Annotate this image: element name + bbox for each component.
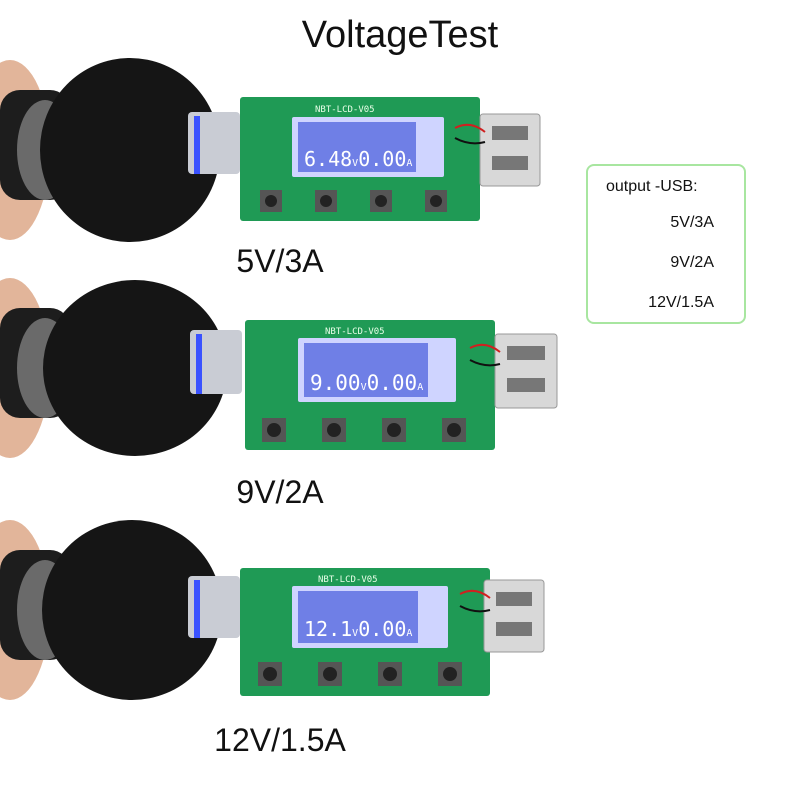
lcd-display-icon xyxy=(298,591,418,643)
legend-header: output -USB: xyxy=(606,178,698,195)
push-button-icon xyxy=(262,418,466,442)
caption-2: 9V/2A xyxy=(236,474,324,510)
device-illustration: NBT-LCD-V05 9.00V0.00A xyxy=(0,278,558,458)
board-label: NBT-LCD-V05 xyxy=(325,327,385,337)
lcd-readout: 6.48V0.00A xyxy=(304,147,412,171)
push-button-icon xyxy=(258,662,462,686)
lcd-readout: 9.00V0.00A xyxy=(310,371,423,395)
usb-port-icon xyxy=(494,333,558,409)
lcd-display-icon xyxy=(298,122,416,172)
legend-item: 5V/3A xyxy=(670,214,714,231)
caption-1: 5V/3A xyxy=(236,243,324,279)
lcd-readout: 12.1V0.00A xyxy=(304,617,412,641)
lcd-display-icon xyxy=(304,343,428,397)
usb-port-icon xyxy=(479,113,541,187)
output-legend: output -USB: 5V/3A 9V/2A 12V/1.5A xyxy=(586,164,746,324)
device-illustration: NBT-LCD-V05 6.48V0.00A xyxy=(0,58,541,242)
car-charger-icon xyxy=(42,520,222,700)
device-photo-2: NBT-LCD-V05 9.00V0.00A xyxy=(0,268,560,518)
legend-item: 9V/2A xyxy=(670,254,714,271)
device-illustration: NBT-LCD-V05 12.1V0.00A xyxy=(0,520,545,700)
page-title: VoltageTest xyxy=(301,14,499,56)
car-charger-icon xyxy=(43,280,227,456)
device-photo-1: NBT-LCD-V05 6.48V0.00A xyxy=(0,50,560,300)
usb-port-icon xyxy=(483,579,545,653)
device-photo-3: NBT-LCD-V05 12.1V0.00A xyxy=(0,510,560,760)
push-button-icon xyxy=(260,190,447,212)
car-charger-icon xyxy=(40,58,220,242)
board-label: NBT-LCD-V05 xyxy=(315,105,375,115)
board-label: NBT-LCD-V05 xyxy=(318,575,378,585)
caption-3: 12V/1.5A xyxy=(214,722,346,758)
legend-item: 12V/1.5A xyxy=(648,294,714,311)
